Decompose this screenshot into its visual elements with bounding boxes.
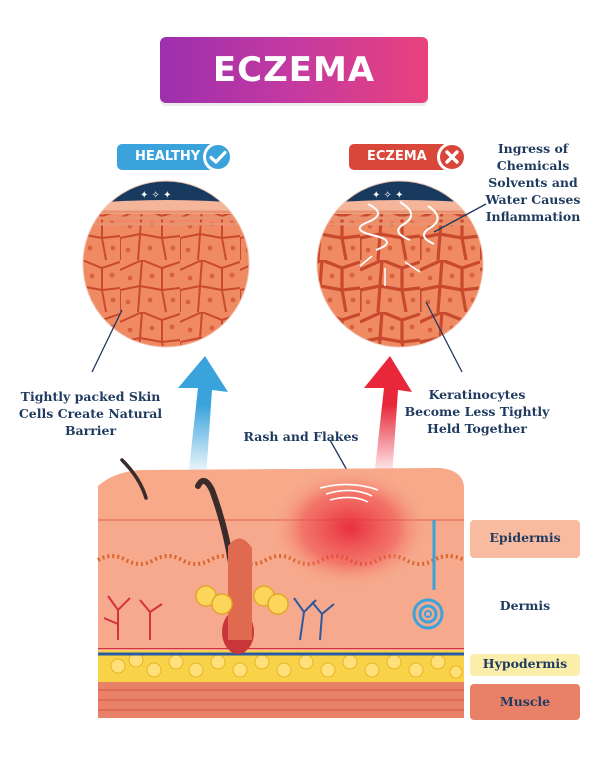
healthy-badge-label: HEALTHY <box>135 149 201 164</box>
caption-line: Held Together <box>427 421 527 436</box>
rash-caption: Rash and Flakes <box>243 429 359 444</box>
healthy-barrier-caption: Tightly packed Skin Cells Create Natural… <box>18 388 163 439</box>
caption-line: Water Causes <box>485 192 581 207</box>
caption-line: Become Less Tightly <box>404 404 550 419</box>
ingress-caption: Ingress of Chemicals Solvents and Water … <box>478 140 588 225</box>
caption-line: Cells Create Natural <box>18 406 163 421</box>
hypodermis-band <box>470 654 580 676</box>
svg-text:✦ ✧ ✦: ✦ ✧ ✦ <box>372 190 404 201</box>
caption-line: Inflammation <box>485 209 581 224</box>
healthy-arrow <box>178 356 228 478</box>
caption-line: Keratinocytes <box>428 387 526 402</box>
epidermis-band <box>470 520 580 558</box>
muscle-label: Muscle <box>499 694 551 709</box>
caption-line: Ingress of <box>497 141 569 156</box>
caption-line: Solvents and <box>488 175 578 190</box>
keratinocytes-caption: Keratinocytes Become Less Tightly Held T… <box>404 386 550 437</box>
epidermis-label: Epidermis <box>489 530 561 545</box>
hypodermis-label: Hypodermis <box>482 656 568 671</box>
x-mark-icon <box>437 142 467 172</box>
caption-line: Tightly packed Skin <box>20 389 161 404</box>
healthy-badge: HEALTHY <box>117 144 220 170</box>
title-banner <box>160 37 428 103</box>
svg-text:✦ ✧ ✦: ✦ ✧ ✦ <box>140 190 172 201</box>
skin-cross-section <box>97 458 465 718</box>
eczema-arrow <box>364 356 412 478</box>
caption-line: Barrier <box>64 423 117 438</box>
eczema-badge: ECZEMA <box>349 144 452 170</box>
caption-line: Chemicals <box>496 158 570 173</box>
checkmark-icon <box>203 142 233 172</box>
muscle-band <box>470 684 580 720</box>
page-title: ECZEMA <box>212 50 376 90</box>
eczema-badge-label: ECZEMA <box>367 149 427 164</box>
dermis-label: Dermis <box>499 598 551 613</box>
